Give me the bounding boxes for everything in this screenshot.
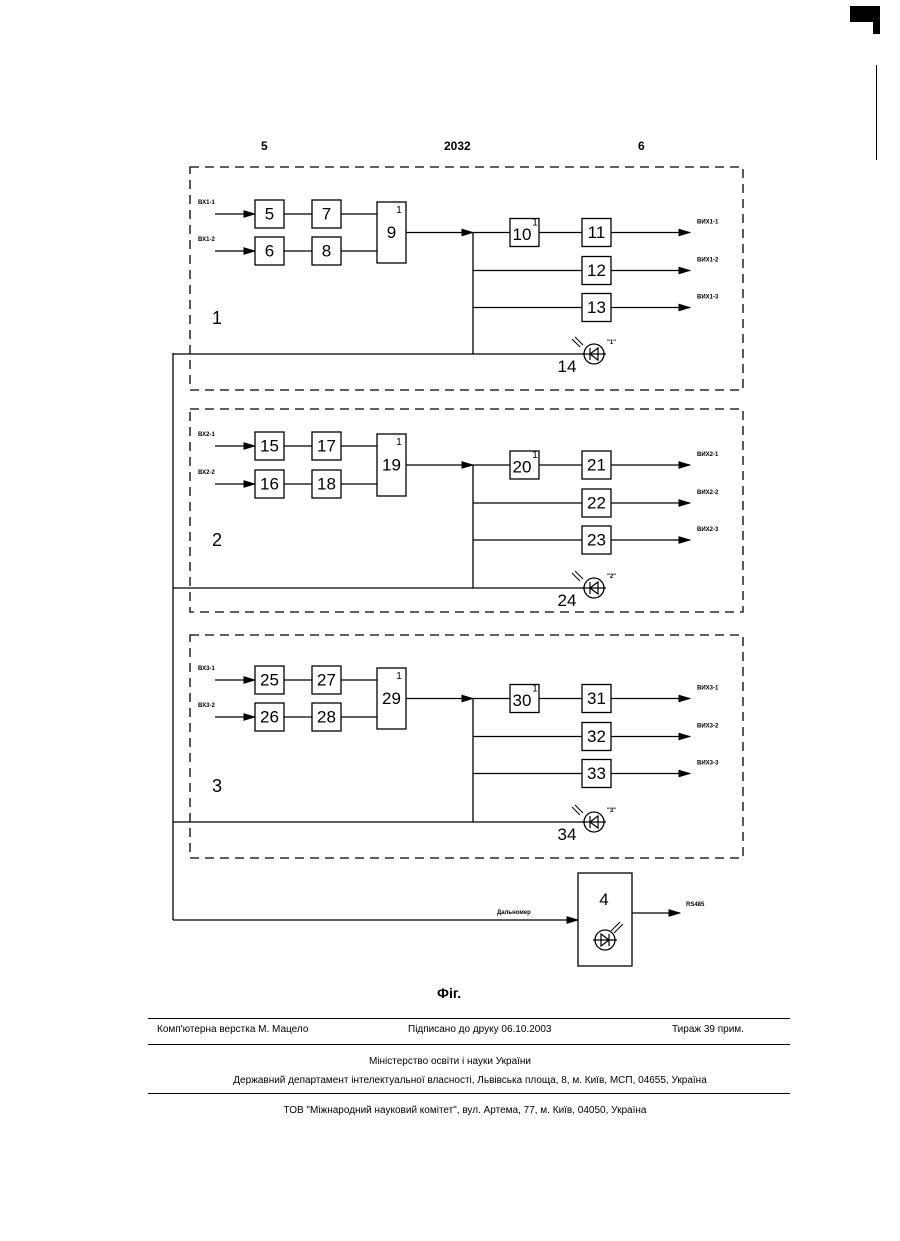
or-gate-number: 29 bbox=[382, 689, 401, 708]
block-number: 7 bbox=[322, 204, 331, 223]
output-block-number: 13 bbox=[587, 298, 606, 317]
block-number: 8 bbox=[322, 241, 331, 260]
output-block-number: 12 bbox=[587, 261, 606, 280]
footer-ministry: Міністерство освіти і науки України bbox=[0, 1056, 900, 1067]
led-tag: "3" bbox=[607, 808, 616, 814]
block-number: 16 bbox=[260, 474, 279, 493]
led-icon bbox=[572, 571, 606, 598]
footer-typesetting: Комп'ютерна верстка М. Мацело bbox=[157, 1024, 308, 1035]
output-label: ВИХ2-3 bbox=[697, 527, 719, 533]
small-block-mark: 1 bbox=[532, 218, 538, 229]
led-icon bbox=[572, 337, 606, 364]
output-label: ВИХ1-3 bbox=[697, 295, 719, 301]
led-number: 34 bbox=[558, 825, 577, 844]
or-gate-mark: 1 bbox=[396, 205, 402, 216]
small-block-number: 30 bbox=[513, 691, 532, 710]
block-4-output-label: RS485 bbox=[686, 902, 705, 908]
section-1: ВХ1-1ВХ1-257689110111ВИХ1-112ВИХ1-213ВИХ… bbox=[173, 167, 743, 390]
output-label: ВИХ3-2 bbox=[697, 724, 719, 730]
led-number: 14 bbox=[558, 357, 577, 376]
led-number: 24 bbox=[558, 591, 577, 610]
or-gate-number: 9 bbox=[387, 223, 396, 242]
block-4-input-label: Дальномер bbox=[497, 910, 531, 916]
input-label: ВХ3-1 bbox=[198, 666, 215, 672]
block-number: 5 bbox=[265, 204, 274, 223]
small-block-number: 10 bbox=[513, 225, 532, 244]
section-label: 3 bbox=[212, 776, 222, 796]
output-label: ВИХ1-2 bbox=[697, 258, 719, 264]
output-block-number: 32 bbox=[587, 727, 606, 746]
block-number: 28 bbox=[317, 707, 336, 726]
block-diagram: ВХ1-1ВХ1-257689110111ВИХ1-112ВИХ1-213ВИХ… bbox=[0, 0, 900, 1000]
footer-rule-3 bbox=[148, 1093, 790, 1094]
block-4 bbox=[578, 873, 632, 966]
block-4-number: 4 bbox=[599, 890, 608, 909]
led-icon bbox=[572, 805, 606, 832]
section-label: 2 bbox=[212, 530, 222, 550]
footer-publisher: ТОВ "Міжнародний науковий комітет", вул.… bbox=[0, 1105, 900, 1116]
block-number: 26 bbox=[260, 707, 279, 726]
block-number: 25 bbox=[260, 670, 279, 689]
block-number: 15 bbox=[260, 436, 279, 455]
footer-circulation: Тираж 39 прим. bbox=[672, 1024, 744, 1035]
small-block-mark: 1 bbox=[532, 684, 538, 695]
led-tag: "2" bbox=[607, 574, 616, 580]
block-number: 18 bbox=[317, 474, 336, 493]
output-label: ВИХ1-1 bbox=[697, 220, 719, 226]
output-label: ВИХ3-3 bbox=[697, 761, 719, 767]
output-block-number: 33 bbox=[587, 764, 606, 783]
input-label: ВХ1-2 bbox=[198, 237, 215, 243]
footer-rule-2 bbox=[148, 1044, 790, 1045]
led-tag: "1" bbox=[607, 340, 616, 346]
small-block-number: 20 bbox=[513, 457, 532, 476]
output-label: ВИХ3-1 bbox=[697, 686, 719, 692]
section-3: ВХ3-1ВХ3-22527262829130131ВИХ3-132ВИХ3-2… bbox=[173, 635, 743, 858]
input-label: ВХ2-2 bbox=[198, 470, 215, 476]
small-block-mark: 1 bbox=[532, 450, 538, 461]
section-label: 1 bbox=[212, 308, 222, 328]
input-label: ВХ2-1 bbox=[198, 432, 215, 438]
section-2: ВХ2-1ВХ2-21517161819120121ВИХ2-122ВИХ2-2… bbox=[173, 409, 743, 612]
output-block-number: 21 bbox=[587, 455, 606, 474]
output-block-number: 23 bbox=[587, 530, 606, 549]
output-block-number: 22 bbox=[587, 493, 606, 512]
output-label: ВИХ2-1 bbox=[697, 452, 719, 458]
footer-rule-1 bbox=[148, 1018, 790, 1019]
figure-caption: Фіг. bbox=[437, 985, 461, 1001]
footer-department: Державний департамент інтелектуальної вл… bbox=[0, 1075, 900, 1086]
output-block-number: 11 bbox=[588, 223, 606, 242]
or-gate-number: 19 bbox=[382, 455, 401, 474]
or-gate-mark: 1 bbox=[396, 671, 402, 682]
output-label: ВИХ2-2 bbox=[697, 490, 719, 496]
block-number: 17 bbox=[317, 436, 336, 455]
block-number: 27 bbox=[317, 670, 336, 689]
or-gate-mark: 1 bbox=[396, 437, 402, 448]
input-label: ВХ1-1 bbox=[198, 200, 215, 206]
footer-signed: Підписано до друку 06.10.2003 bbox=[408, 1024, 551, 1035]
block-number: 6 bbox=[265, 241, 274, 260]
output-block-number: 31 bbox=[587, 689, 606, 708]
input-label: ВХ3-2 bbox=[198, 703, 215, 709]
